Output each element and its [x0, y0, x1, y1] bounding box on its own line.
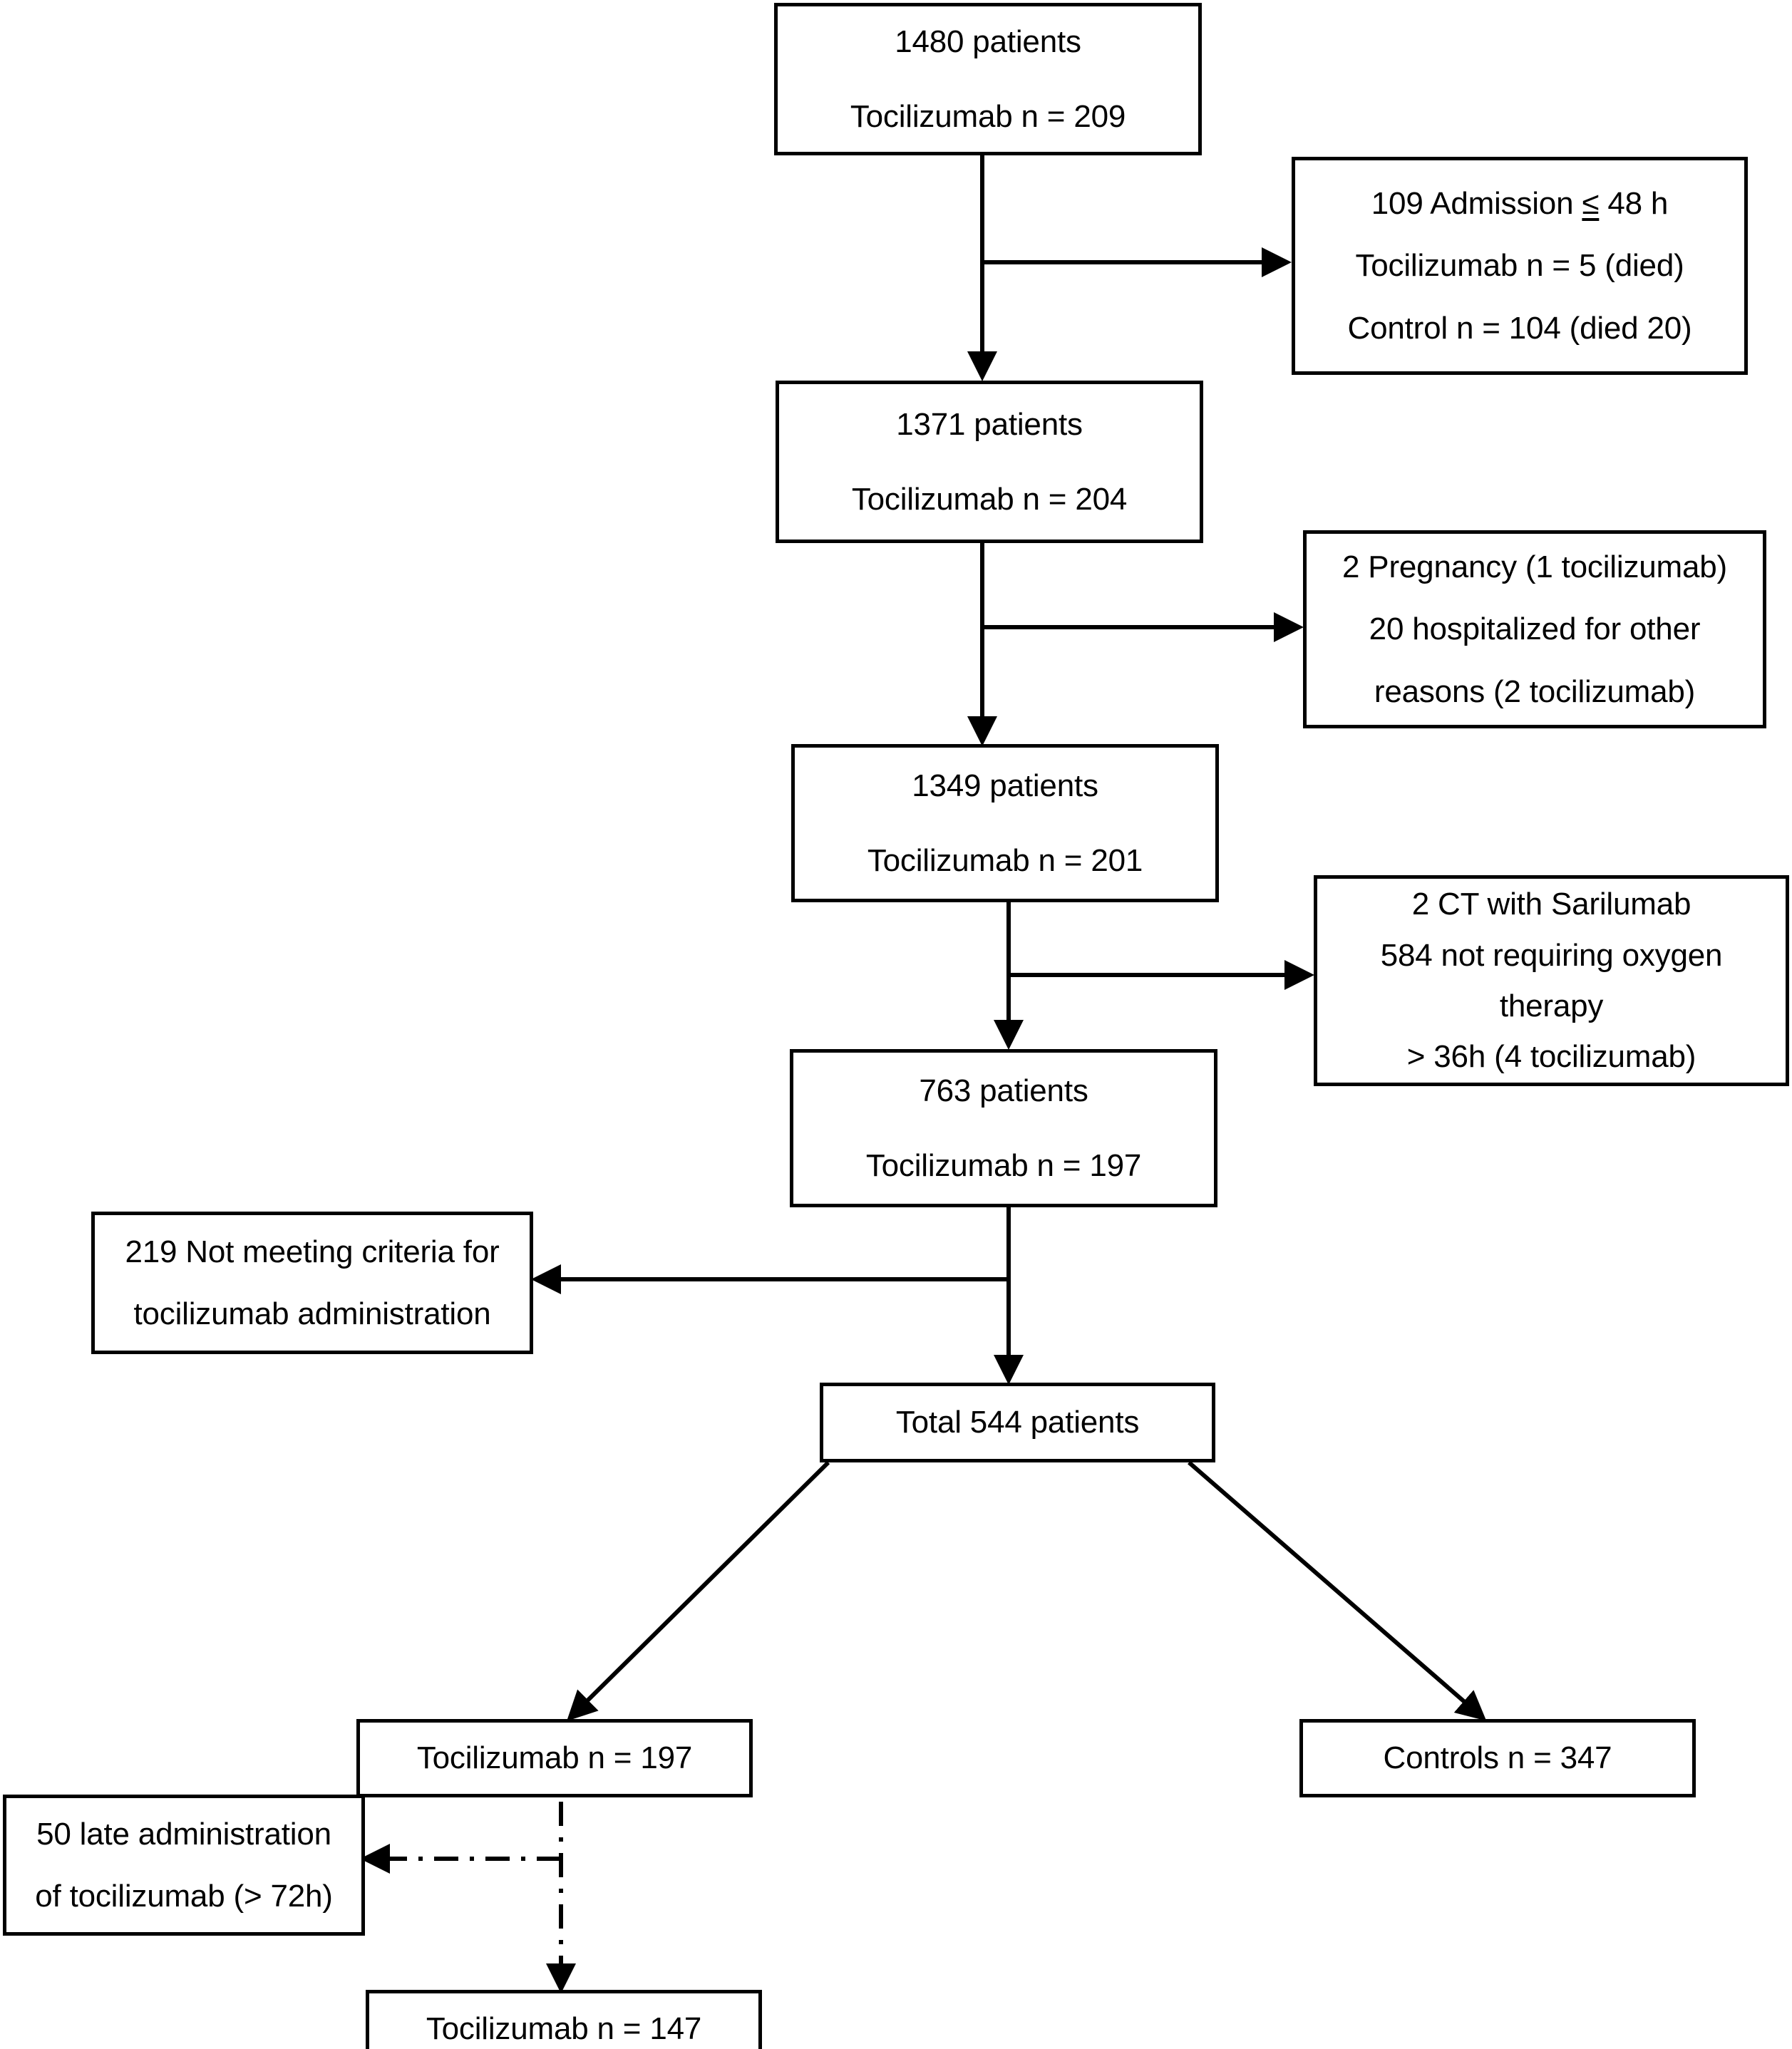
- node-excluded-admission-line1: 109 Admission ≤ 48 h: [1371, 186, 1669, 222]
- node-after-sarilumab-line2: Tocilizumab n = 197: [865, 1148, 1142, 1183]
- node-excluded-late: 50 late administration of tocilizumab (>…: [3, 1795, 365, 1936]
- node-total: Total 544 patients: [820, 1383, 1215, 1462]
- node-excluded-late-line1: 50 late administration: [36, 1816, 331, 1852]
- node-excluded-pregnancy-line1: 2 Pregnancy (1 tocilizumab): [1342, 549, 1727, 585]
- node-controls-arm-line1: Controls n = 347: [1383, 1740, 1612, 1776]
- node-excluded-criteria-line2: tocilizumab administration: [133, 1296, 491, 1331]
- node-after-pregnancy: 1349 patients Tocilizumab n = 201: [791, 744, 1219, 902]
- node-after-admission-line2: Tocilizumab n = 204: [851, 482, 1128, 517]
- node-excluded-pregnancy-line2: 20 hospitalized for other: [1369, 611, 1701, 647]
- edge-total-to-controls-arm: [1188, 1460, 1487, 1721]
- node-after-admission-line1: 1371 patients: [896, 406, 1083, 442]
- node-enrolled-line2: Tocilizumab n = 209: [850, 99, 1126, 134]
- node-enrolled-line1: 1480 patients: [895, 24, 1081, 59]
- node-excluded-admission-line2: Tocilizumab n = 5 (died): [1355, 248, 1684, 284]
- node-excluded-admission-line3: Control n = 104 (died 20): [1347, 310, 1692, 346]
- node-excluded-sarilumab-line4: > 36h (4 tocilizumab): [1406, 1039, 1696, 1075]
- node-excluded-sarilumab-line2: 584 not requiring oxygen: [1380, 937, 1723, 973]
- node-excluded-pregnancy: 2 Pregnancy (1 tocilizumab) 20 hospitali…: [1303, 530, 1766, 728]
- node-excluded-sarilumab-line3: therapy: [1499, 989, 1604, 1023]
- node-excluded-admission: 109 Admission ≤ 48 h Tocilizumab n = 5 (…: [1292, 157, 1748, 375]
- node-after-sarilumab: 763 patients Tocilizumab n = 197: [790, 1049, 1217, 1207]
- node-total-line1: Total 544 patients: [895, 1405, 1140, 1440]
- node-excluded-pregnancy-line3: reasons (2 tocilizumab): [1374, 673, 1696, 709]
- node-after-sarilumab-line1: 763 patients: [919, 1073, 1088, 1108]
- edge-total-to-tocilizumab-arm: [567, 1460, 830, 1721]
- node-excluded-criteria: 219 Not meeting criteria for tocilizumab…: [91, 1212, 533, 1354]
- node-tocilizumab-arm: Tocilizumab n = 197: [356, 1719, 753, 1797]
- node-excluded-sarilumab: 2 CT with Sarilumab 584 not requiring ox…: [1314, 875, 1789, 1086]
- less-than-or-equal-symbol: ≤: [1582, 186, 1600, 222]
- node-tocilizumab-final: Tocilizumab n = 147: [366, 1990, 762, 2049]
- node-excluded-criteria-line1: 219 Not meeting criteria for: [125, 1234, 500, 1269]
- node-excluded-sarilumab-line1: 2 CT with Sarilumab: [1411, 887, 1691, 922]
- node-controls-arm: Controls n = 347: [1299, 1719, 1696, 1797]
- node-after-pregnancy-line1: 1349 patients: [912, 768, 1098, 803]
- node-after-pregnancy-line2: Tocilizumab n = 201: [867, 843, 1143, 878]
- node-enrolled: 1480 patients Tocilizumab n = 209: [774, 3, 1202, 155]
- node-after-admission: 1371 patients Tocilizumab n = 204: [776, 381, 1203, 543]
- node-excluded-late-line2: of tocilizumab (> 72h): [35, 1879, 333, 1914]
- node-tocilizumab-arm-line1: Tocilizumab n = 197: [416, 1740, 693, 1776]
- node-tocilizumab-final-line1: Tocilizumab n = 147: [426, 2011, 702, 2047]
